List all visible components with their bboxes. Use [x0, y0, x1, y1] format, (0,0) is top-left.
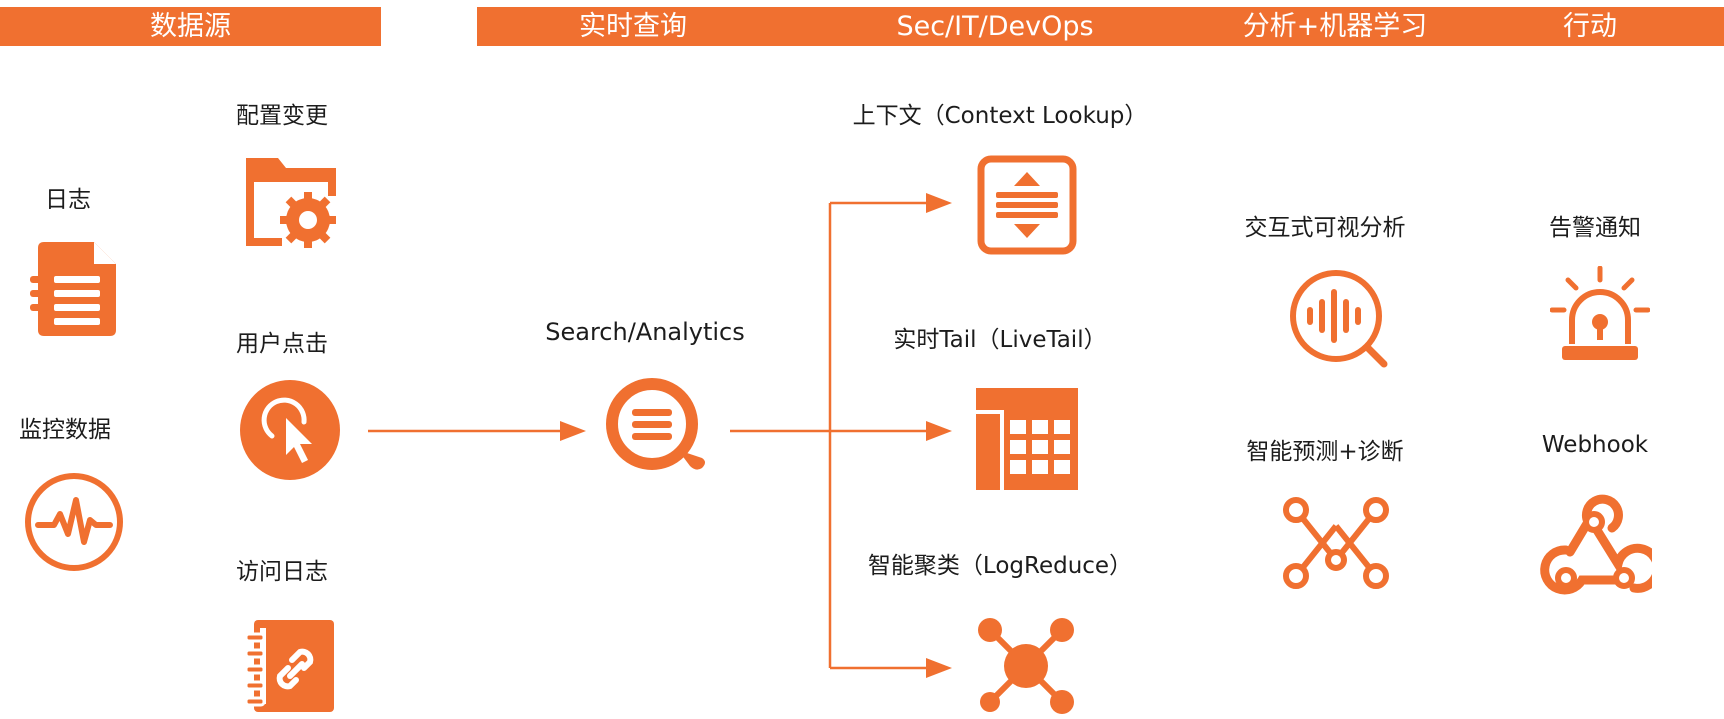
notebook-link-icon [244, 618, 340, 714]
expand-icon [976, 154, 1078, 256]
header-analysis-ml: 分析+机器学习 [1242, 11, 1428, 42]
search-chat-icon [606, 376, 714, 476]
livetail-label: 实时Tail（LiveTail） [893, 327, 1107, 353]
folder-gear-icon [244, 154, 340, 248]
predict-diagnose-label: 智能预测+诊断 [1246, 439, 1404, 465]
source-config-change-label: 配置变更 [236, 103, 328, 129]
alarm-light-icon [1550, 266, 1650, 366]
cluster-icon [976, 616, 1078, 718]
source-logs-label: 日志 [45, 187, 91, 213]
network-icon [1280, 496, 1392, 592]
arrow-source-to-search [368, 416, 588, 446]
source-monitoring-label: 监控数据 [19, 417, 111, 443]
header-secops: Sec/IT/DevOps [896, 11, 1094, 42]
webhook-label: Webhook [1541, 432, 1649, 458]
header-sources: 数据源 [150, 11, 231, 42]
logreduce-label: 智能聚类（LogReduce） [867, 553, 1133, 579]
source-user-clicks-label: 用户点击 [236, 331, 328, 357]
arrows-search-to-ops [730, 186, 960, 678]
pulse-icon [22, 470, 126, 574]
alert-label: 告警通知 [1549, 215, 1641, 241]
search-label: Search/Analytics [545, 318, 745, 346]
webhook-icon [1536, 492, 1652, 602]
interactive-analysis-label: 交互式可视分析 [1244, 215, 1406, 241]
document-icon [30, 238, 120, 338]
header-bar-main [477, 7, 1724, 46]
header-bar-sources [0, 7, 381, 46]
voice-search-icon [1286, 266, 1394, 374]
source-access-logs-label: 访问日志 [236, 559, 328, 585]
table-icon [976, 388, 1078, 490]
click-cursor-icon [238, 378, 342, 482]
header-realtime-query: 实时查询 [579, 11, 687, 42]
context-lookup-label: 上下文（Context Lookup） [852, 103, 1148, 129]
header-action: 行动 [1563, 11, 1617, 42]
